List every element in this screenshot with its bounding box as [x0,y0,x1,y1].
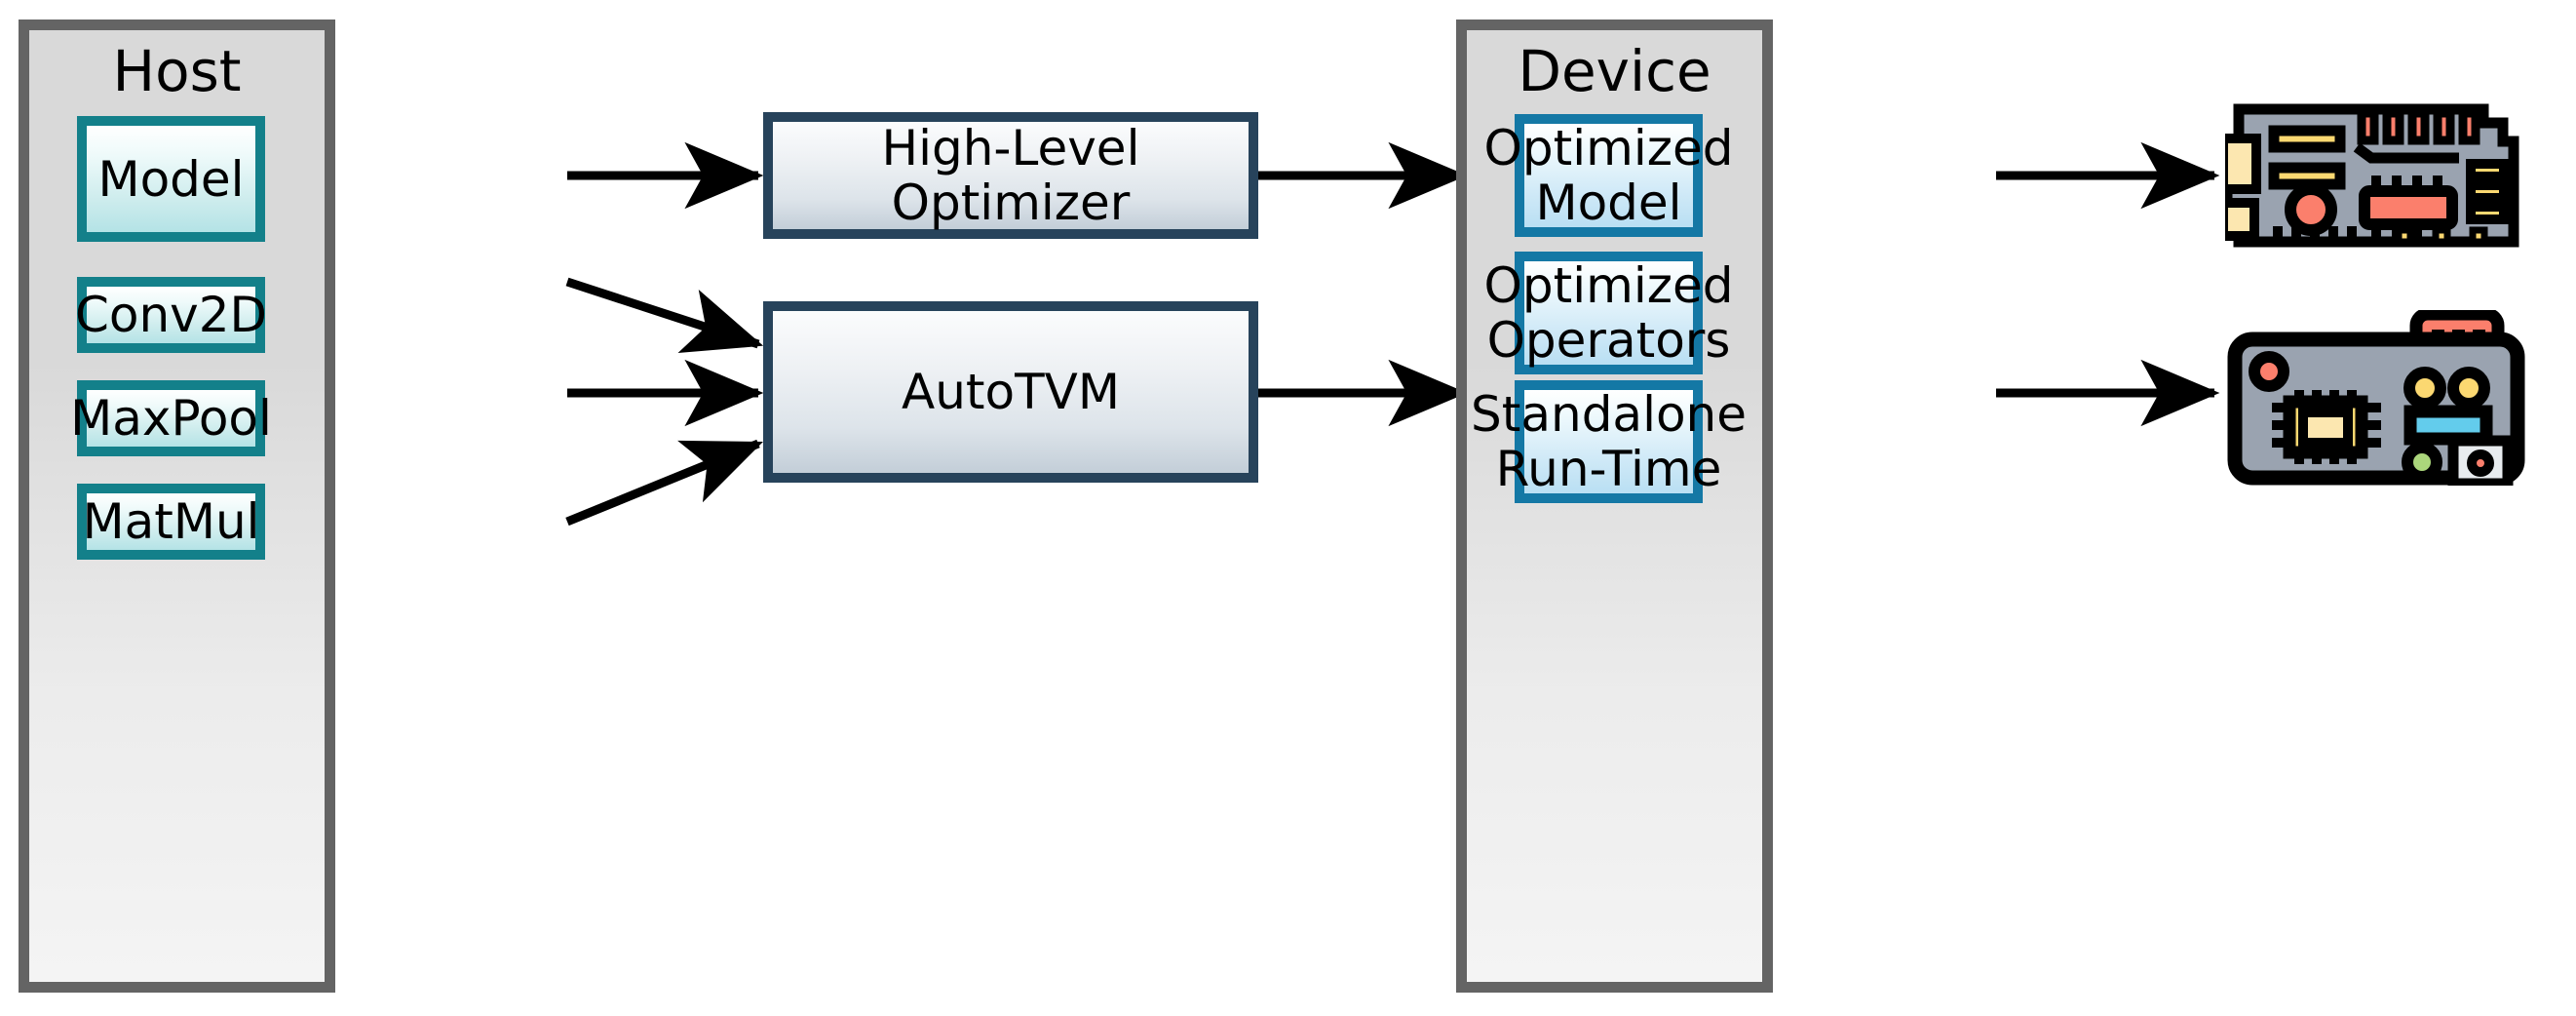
node-high-level-optimizer[interactable]: High-Level Optimizer [763,112,1258,239]
optimized-model-label-line2: Model [1535,175,1682,231]
device-node-optimized-model[interactable]: Optimized Model [1484,114,1733,237]
device-node-standalone-runtime[interactable]: Standalone Run-Time [1471,380,1747,503]
host-node-matmul-label: MatMul [82,493,260,550]
host-node-conv2d-label: Conv2D [74,287,268,343]
node-autotvm[interactable]: AutoTVM [763,301,1258,483]
edge-matmul-to-autotvm [565,439,763,527]
optimized-operators-label-line1: Optimized [1483,257,1734,314]
host-node-conv2d[interactable]: Conv2D [74,277,268,353]
device-panel-title: Device [1518,38,1711,104]
edge-conv2d-to-autotvm [565,277,764,354]
device-node-optimized-operators[interactable]: Optimized Operators [1484,252,1733,374]
standalone-runtime-label-line2: Run-Time [1495,441,1722,497]
host-node-matmul[interactable]: MatMul [77,484,265,560]
optimized-operators-label-line2: Operators [1486,312,1731,369]
host-node-model[interactable]: Model [77,116,265,242]
high-level-optimizer-label: High-Level Optimizer [882,121,1140,230]
optimized-model-label-line1: Optimized [1483,120,1734,176]
optimized-operators-label: Optimized Operators [1484,258,1734,368]
high-level-optimizer-label-line2: Optimizer [891,175,1131,231]
host-node-maxpool[interactable]: MaxPool [70,380,272,456]
standalone-runtime-label: Standalone Run-Time [1471,387,1747,496]
autotvm-label: AutoTVM [902,364,1120,420]
standalone-runtime-label-line1: Standalone [1471,386,1747,443]
high-level-optimizer-label-line1: High-Level [881,120,1140,176]
host-node-model-label: Model [97,150,245,208]
embedded-soc-board-icon [2225,307,2527,489]
host-node-maxpool-label: MaxPool [70,390,272,447]
host-panel-title: Host [112,38,242,104]
microcontroller-board-icon [2218,98,2527,254]
optimized-model-label: Optimized Model [1484,121,1734,230]
